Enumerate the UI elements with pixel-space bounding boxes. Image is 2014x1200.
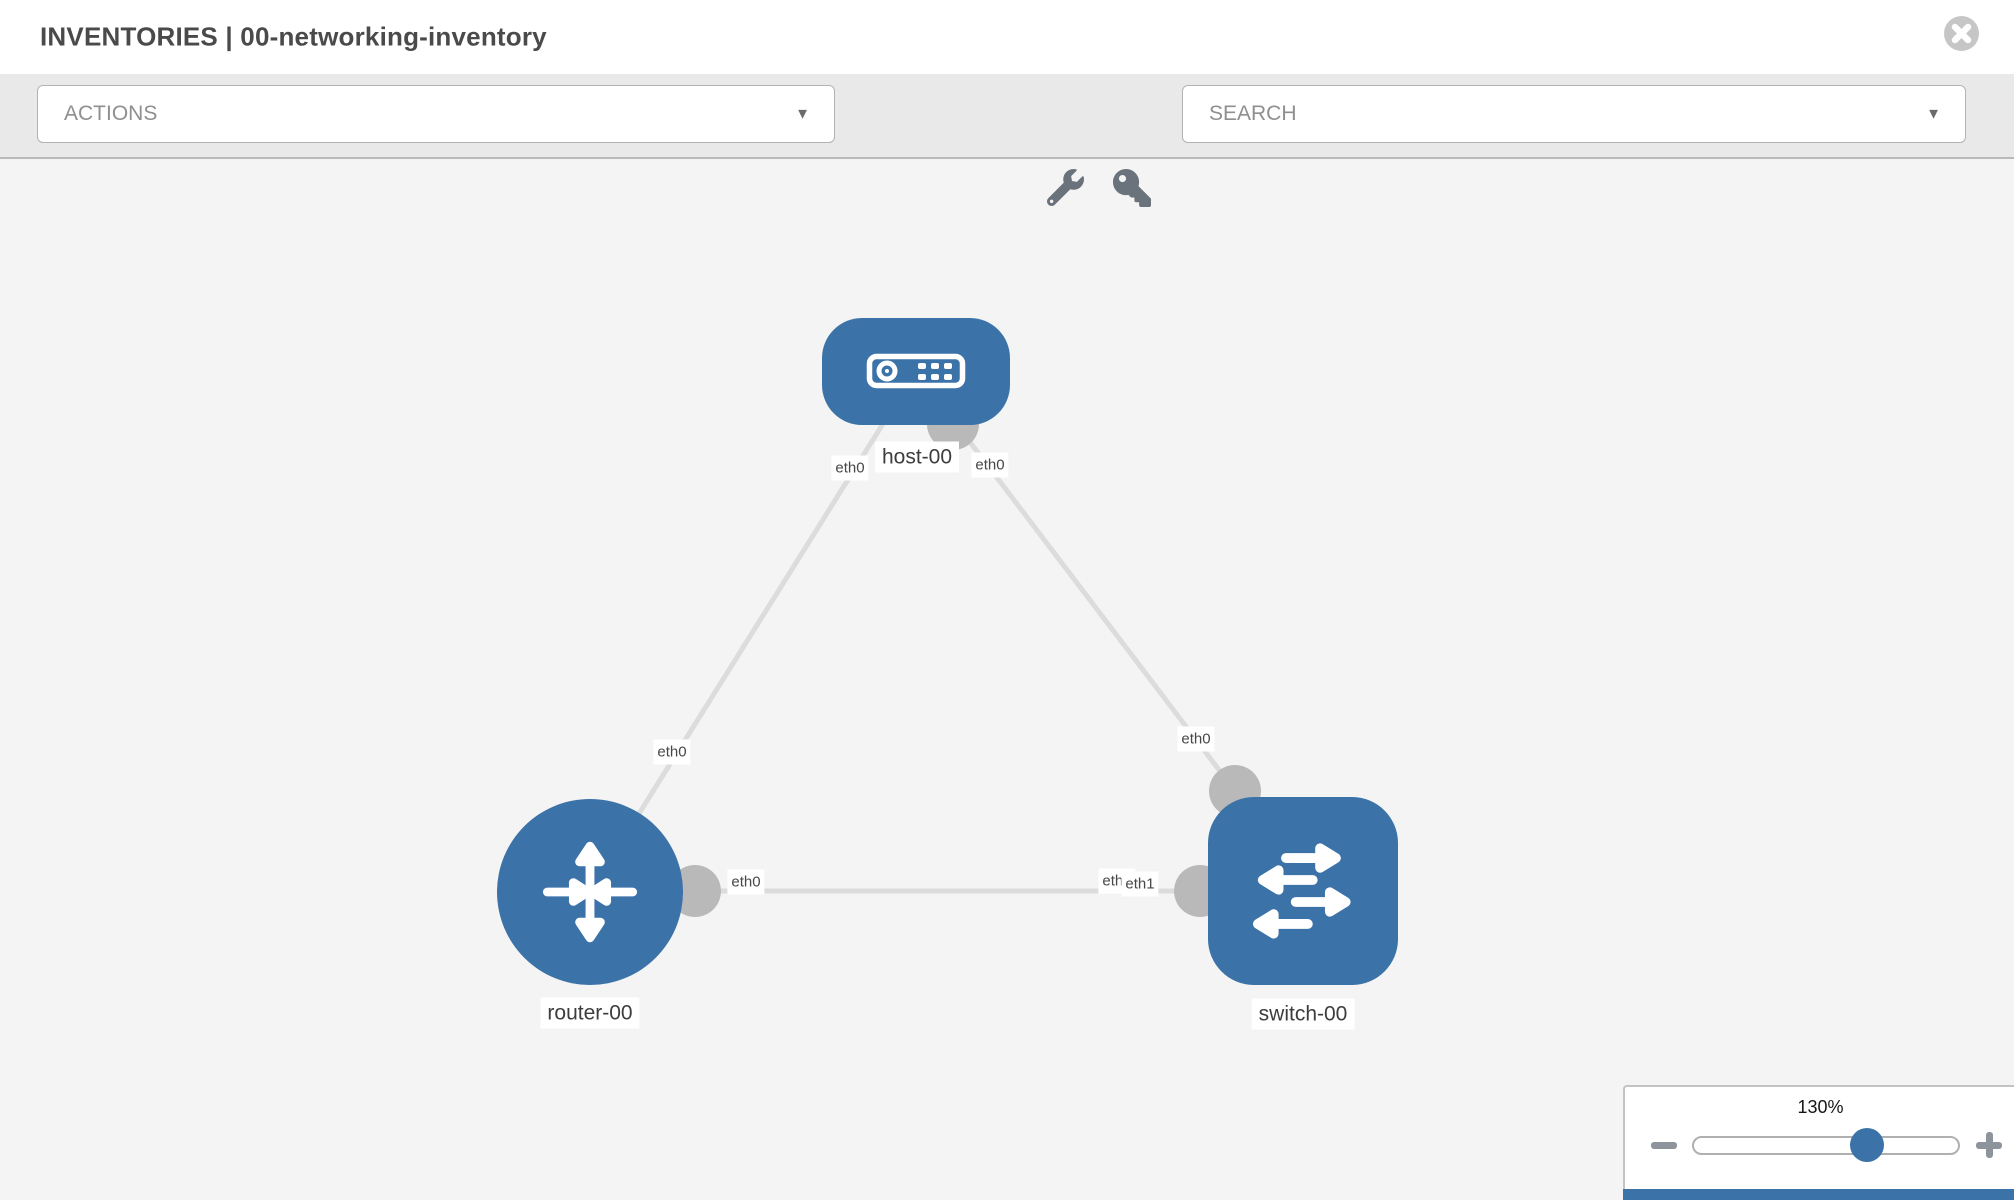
node-label-switch-00: switch-00 (1251, 998, 1355, 1030)
node-switch-00[interactable] (1208, 797, 1398, 985)
tools-button[interactable] (1046, 169, 1084, 209)
interface-label: eth0 (653, 739, 691, 765)
host-icon (866, 353, 966, 389)
close-button[interactable] (1943, 15, 1980, 52)
zoom-panel: 130% (1623, 1085, 2014, 1200)
topology-canvas[interactable] (0, 159, 2014, 1200)
node-label-router-00: router-00 (540, 997, 640, 1029)
interface-label: eth0 (971, 452, 1009, 478)
interface-label: eth0 (831, 455, 869, 481)
zoom-slider-track[interactable] (1692, 1128, 1960, 1162)
chevron-down-icon: ▼ (795, 105, 810, 123)
router-icon (542, 841, 638, 943)
wrench-icon (1046, 169, 1084, 207)
page-title: INVENTORIES | 00-networking-inventory (40, 21, 547, 52)
search-dropdown[interactable]: SEARCH ▼ (1182, 85, 1966, 143)
key-icon (1113, 169, 1151, 207)
node-host-00[interactable] (822, 317, 1010, 425)
interface-label: eth1 (1121, 871, 1159, 897)
interface-label: eth0 (1177, 726, 1215, 752)
zoom-out-button[interactable] (1650, 1131, 1678, 1159)
bottom-blue-strip (1623, 1189, 2014, 1200)
actions-dropdown[interactable]: ACTIONS ▼ (37, 85, 835, 143)
actions-dropdown-label: ACTIONS (64, 102, 158, 125)
toolbar: ACTIONS ▼ SEARCH ▼ (0, 74, 2014, 207)
zoom-in-button[interactable] (1975, 1131, 2003, 1159)
zoom-level-value: 130% (1797, 1097, 1844, 1117)
node-label-host-00: host-00 (874, 441, 960, 473)
node-router-00[interactable] (497, 799, 683, 985)
close-icon (1944, 16, 1979, 51)
interface-label: eth0 (727, 869, 765, 895)
zoom-slider-thumb[interactable] (1850, 1128, 1884, 1162)
plus-icon (1986, 1132, 1993, 1158)
search-dropdown-label: SEARCH (1209, 102, 1297, 125)
header: INVENTORIES | 00-networking-inventory (0, 0, 2014, 74)
chevron-down-icon: ▼ (1926, 105, 1941, 123)
minus-icon (1651, 1142, 1677, 1149)
switch-icon (1252, 843, 1351, 939)
key-button[interactable] (1113, 169, 1151, 210)
